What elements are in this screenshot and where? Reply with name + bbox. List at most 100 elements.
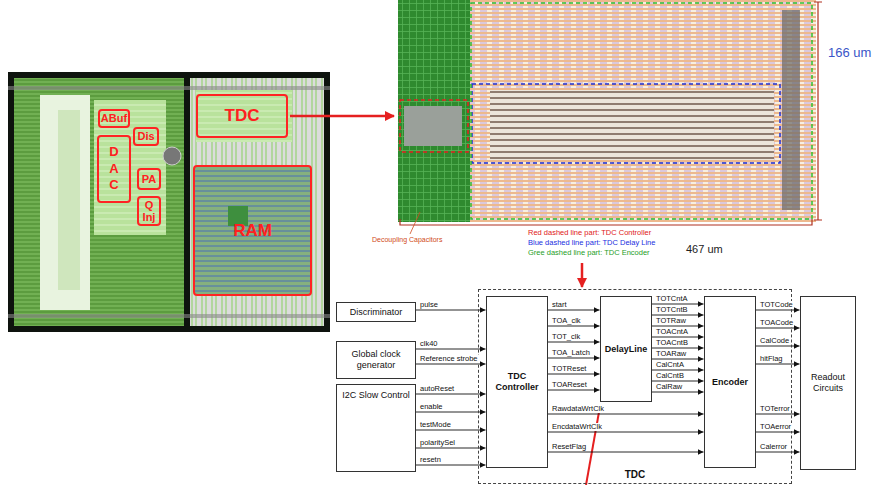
signal-name: TOTCode: [759, 301, 794, 309]
process-box: I2C Slow Control: [336, 384, 416, 472]
signal-name: TOTRaw: [655, 317, 687, 325]
node-text: RAM: [233, 221, 272, 241]
node-text: TDC: [225, 106, 260, 126]
annotation: 467 um: [686, 243, 723, 256]
signal-name: CalRaw: [655, 383, 683, 391]
signal-arrow: [548, 414, 704, 415]
ram-area: [195, 166, 310, 294]
signal-name: hitFlag: [759, 355, 784, 363]
routing-area: [470, 0, 816, 222]
capacitor-strip: [398, 0, 470, 222]
signal-arrow: [756, 432, 800, 433]
zoom-arrow: [581, 263, 584, 287]
node-text: Readout Circuits: [803, 372, 853, 394]
signal-arrow: [548, 374, 600, 375]
analog-column: [58, 110, 80, 290]
signal-arrow: [756, 364, 800, 365]
width-dimension: [400, 219, 812, 225]
block-label: Q Inj: [137, 196, 161, 226]
annotation: Red dashed line part: TDC Controller: [528, 229, 651, 238]
signal-arrow: [416, 394, 486, 395]
node-text: Encoder: [712, 377, 748, 388]
signal-arrow: [548, 452, 704, 453]
encoder-outline: [471, 3, 812, 219]
node-text: TDC: [625, 469, 646, 480]
signal-arrow: [548, 390, 600, 391]
block-label: TDC: [196, 94, 288, 138]
signal-name: clk40: [419, 340, 439, 348]
signal-arrow: [548, 342, 600, 343]
process-box: Discriminator: [336, 302, 416, 322]
annotation: 166 um: [828, 46, 871, 61]
signal-arrow: [652, 304, 704, 305]
height-dimension: [814, 2, 822, 220]
signal-arrow: [548, 432, 704, 433]
signal-name: TOA_clk: [551, 317, 582, 325]
signal-arrow: [416, 349, 486, 350]
signal-name: TOTReset: [551, 365, 587, 373]
process-box: DelayLine: [600, 296, 652, 402]
chip-background: [8, 72, 330, 332]
block-label: Dis: [133, 127, 159, 146]
signal-arrow: [652, 359, 704, 360]
signal-arrow: [652, 326, 704, 327]
signal-arrow: [652, 381, 704, 382]
controller-cells: [404, 106, 462, 146]
process-box: Encoder: [704, 296, 756, 468]
signal-arrow: [416, 430, 486, 431]
group-box: TDC TDC Controller DelayLineEncoder: [478, 289, 792, 484]
signal-name: CalCode: [759, 337, 790, 345]
signal-arrow: [652, 315, 704, 316]
analog-area: [14, 78, 184, 326]
tdc-layout: [398, 0, 822, 234]
signal-arrow: [652, 370, 704, 371]
signal-name: TOTerror: [759, 405, 791, 413]
analog-column: [40, 95, 90, 310]
node-text: DelayLine: [605, 344, 648, 355]
signal-arrow: [416, 465, 486, 466]
process-box: TDC Controller: [486, 296, 548, 468]
block-label: D A C: [97, 135, 131, 203]
signal-arrow: [416, 310, 486, 311]
signal-arrow: [416, 364, 486, 365]
node-text: Global clock generator: [339, 349, 413, 371]
signal-arrow: [548, 358, 600, 359]
signal-name: Calerror: [759, 443, 788, 451]
power-rail: [8, 86, 330, 90]
signal-name: TOACntB: [655, 339, 689, 347]
signal-name: TOA_Latch: [551, 349, 591, 357]
signal-arrow: [756, 414, 800, 415]
signal-name: autoReset: [419, 385, 455, 393]
node-text: ABuf: [101, 112, 127, 124]
signal-arrow: [652, 348, 704, 349]
signal-name: pulse: [419, 301, 439, 309]
signal-arrow: [756, 346, 800, 347]
annotation: Decoupling Capacitors: [372, 236, 442, 244]
signal-name: ResetFlag: [551, 443, 587, 451]
signal-arrow: [652, 337, 704, 338]
signal-arrow: [756, 452, 800, 453]
signal-name: enable: [419, 403, 444, 411]
delay-line-cells: [490, 90, 774, 160]
annotation: Blue dashed line part: TDC Delay Line: [528, 239, 655, 248]
signal-arrow: [652, 392, 704, 393]
block-label: RAM: [193, 165, 312, 296]
signal-name: TOARaw: [655, 350, 687, 358]
block-label: ABuf: [98, 109, 130, 128]
signal-name: polaritySel: [419, 439, 456, 447]
signal-arrow: [548, 310, 600, 311]
signal-arrow: [756, 310, 800, 311]
node-text: TDC Controller: [489, 371, 545, 393]
signal-name: TOTCntA: [655, 295, 689, 303]
signal-name: CalCntB: [655, 372, 685, 380]
annotation: Gree dashed line part: TDC Encoder: [528, 249, 650, 258]
signal-name: start: [551, 301, 568, 309]
process-box: Readout Circuits: [800, 296, 856, 470]
signal-name: RawdataWrtClk: [551, 405, 605, 413]
frontend-area: [94, 100, 166, 235]
signal-arrow: [416, 448, 486, 449]
leader-line: [410, 212, 420, 234]
signal-name: TOACntA: [655, 328, 689, 336]
signal-name: TOTCntB: [655, 306, 689, 314]
